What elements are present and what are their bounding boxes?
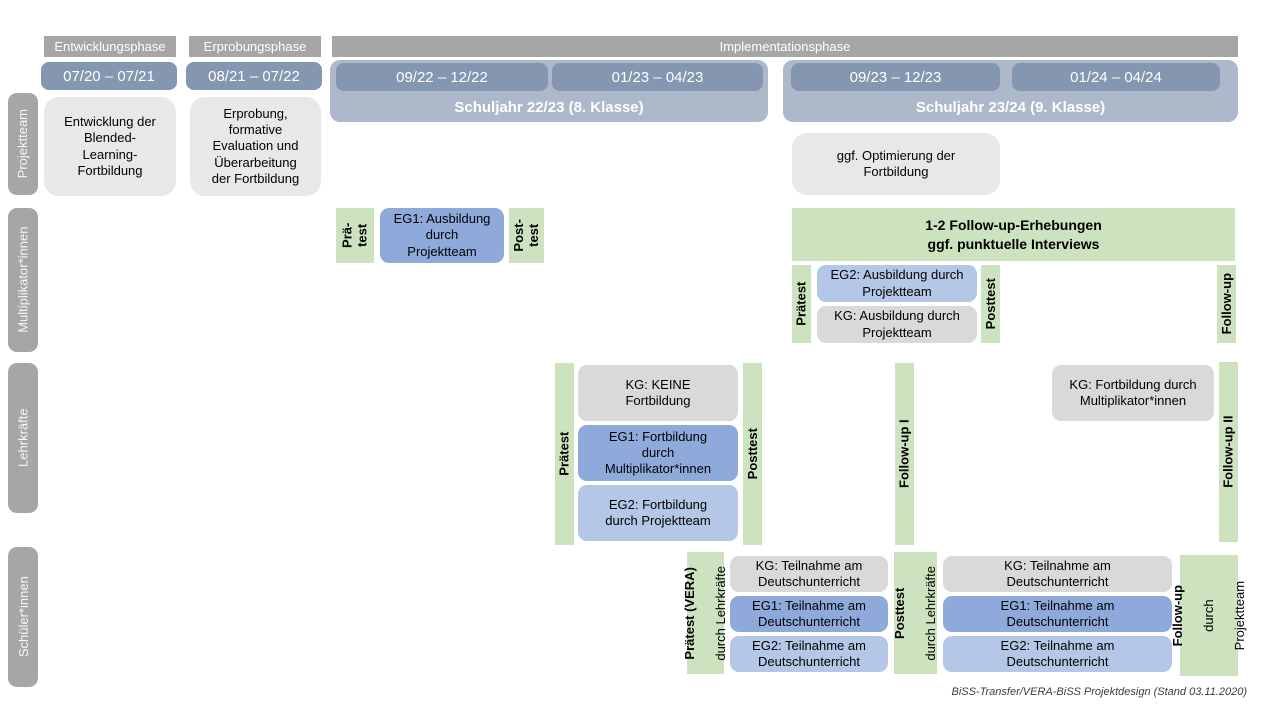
box-kg-keine-fortbildung: KG: KEINE Fortbildung <box>578 365 738 421</box>
date-bar-0922-1222: 09/22 – 12/22 <box>336 63 548 91</box>
bar-praetest-multiplikatoren-2: Prätest <box>792 265 811 343</box>
row-label-schueler: Schüler*innen <box>8 547 38 687</box>
schuljahr-22-23-container: 09/22 – 12/22 01/23 – 04/23 Schuljahr 22… <box>330 60 768 122</box>
row-label-multiplikatoren-text: Multiplikator*innen <box>15 226 31 334</box>
date-bar-0821-0722: 08/21 – 07/22 <box>186 62 322 90</box>
band-followup-erhebungen: 1-2 Follow-up-Erhebungen ggf. punktuelle… <box>792 208 1235 261</box>
box-eg2-teilnahme-2: EG2: Teilnahme am Deutschunterricht <box>943 636 1172 672</box>
bar-followup-2-lehrkraefte: Follow-up II <box>1219 362 1238 542</box>
praetest-vera-title: Prätest (VERA) <box>682 566 698 660</box>
phase-bar-erprobungsphase: Erprobungsphase <box>189 36 321 57</box>
box-eg1-ausbildung-projektteam: EG1: Ausbildung durch Projektteam <box>380 208 504 263</box>
schuljahr-22-23-label: Schuljahr 22/23 (8. Klasse) <box>454 99 644 116</box>
footer-caption: BiSS-Transfer/VERA-BiSS Projektdesign (S… <box>951 686 1247 698</box>
box-kg-ausbildung-projektteam: KG: Ausbildung durch Projektteam <box>817 306 977 343</box>
box-erprobung-evaluation: Erprobung, formative Evaluation und Über… <box>190 97 321 196</box>
row-label-projektteam: Projektteam <box>8 93 38 195</box>
box-entwicklung-fortbildung: Entwicklung der Blended- Learning- Fortb… <box>44 97 176 196</box>
date-bar-0124-0424: 01/24 – 04/24 <box>1012 63 1220 91</box>
box-eg1-fortbildung-multiplikatoren: EG1: Fortbildung durch Multiplikator*inn… <box>578 425 738 481</box>
bar-followup-multiplikatoren: Follow-up <box>1217 265 1236 343</box>
bar-posttest-multiplikatoren-2: Posttest <box>981 265 1000 343</box>
box-eg1-teilnahme-2: EG1: Teilnahme am Deutschunterricht <box>943 596 1172 632</box>
phase-bar-entwicklungsphase: Entwicklungsphase <box>44 36 176 57</box>
row-label-schueler-text: Schüler*innen <box>15 576 31 658</box>
bar-posttest-lehrkraefte: Posttest <box>743 363 762 545</box>
row-label-projektteam-text: Projektteam <box>15 109 31 179</box>
box-eg2-teilnahme-1: EG2: Teilnahme am Deutschunterricht <box>730 636 888 672</box>
schuljahr-23-24-label: Schuljahr 23/24 (9. Klasse) <box>915 99 1106 116</box>
bar-praetest-multiplikatoren-1: Prä- test <box>336 208 374 263</box>
row-label-multiplikatoren: Multiplikator*innen <box>8 208 38 352</box>
row-label-lehrkraefte-text: Lehrkräfte <box>15 408 31 468</box>
box-eg2-fortbildung-projektteam: EG2: Fortbildung durch Projektteam <box>578 485 738 541</box>
box-eg2-ausbildung-projektteam: EG2: Ausbildung durch Projektteam <box>817 265 977 302</box>
bar-posttest-multiplikatoren-1: Post- test <box>509 208 544 263</box>
box-optimierung-fortbildung: ggf. Optimierung der Fortbildung <box>792 133 1000 195</box>
date-bar-0923-1223: 09/23 – 12/23 <box>791 63 1000 91</box>
schuljahr-23-24-container: 09/23 – 12/23 01/24 – 04/24 Schuljahr 23… <box>783 60 1238 122</box>
praetest-vera-sub: durch Lehrkräfte <box>713 565 729 661</box>
followup-schueler-sub2: Projektteam <box>1231 580 1247 651</box>
posttest-schueler-sub: durch Lehrkräfte <box>923 565 939 661</box>
bar-praetest-lehrkraefte: Prätest <box>555 363 574 545</box>
box-eg1-teilnahme-1: EG1: Teilnahme am Deutschunterricht <box>730 596 888 632</box>
posttest-schueler-title: Posttest <box>892 587 908 639</box>
row-label-lehrkraefte: Lehrkräfte <box>8 363 38 513</box>
box-kg-teilnahme-1: KG: Teilnahme am Deutschunterricht <box>730 556 888 592</box>
bar-followup-1-lehrkraefte: Follow-up I <box>895 363 914 545</box>
date-bar-0123-0423: 01/23 – 04/23 <box>552 63 763 91</box>
bar-followup-schueler: Follow-up durch Projektteam <box>1171 555 1247 676</box>
followup-schueler-title: Follow-up <box>1170 584 1186 647</box>
bar-praetest-vera-schueler: Prätest (VERA) durch Lehrkräfte <box>683 552 728 674</box>
date-bar-0720-0721: 07/20 – 07/21 <box>41 62 177 90</box>
phase-bar-implementationsphase: Implementationsphase <box>332 36 1238 57</box>
box-kg-fortbildung-multiplikatoren: KG: Fortbildung durch Multiplikator*inne… <box>1052 365 1214 421</box>
bar-posttest-schueler: Posttest durch Lehrkräfte <box>892 552 939 674</box>
followup-schueler-sub1: durch <box>1201 599 1217 632</box>
box-kg-teilnahme-2: KG: Teilnahme am Deutschunterricht <box>943 556 1172 592</box>
